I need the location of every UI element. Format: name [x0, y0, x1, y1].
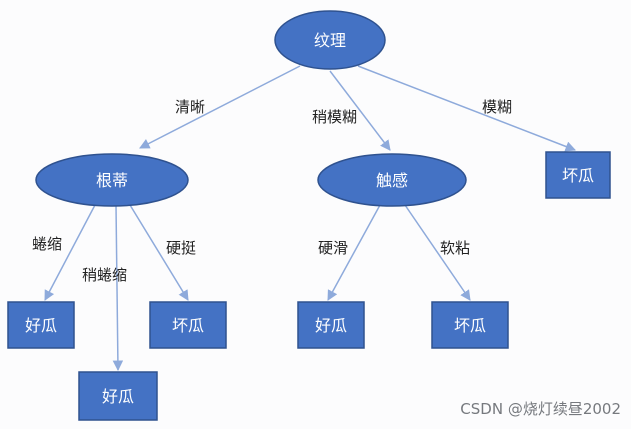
- leaf-hard-smooth-label: 好瓜: [315, 316, 347, 335]
- leaf-soft-sticky-label: 坏瓜: [454, 316, 486, 335]
- node-touch-label: 触感: [376, 171, 408, 190]
- edge-label-slightly-curled: 稍蜷缩: [82, 266, 127, 284]
- leaf-curled-label: 好瓜: [25, 316, 57, 335]
- edge-root-to-leaf-blurry: [357, 65, 576, 152]
- leaf-stiff-label: 坏瓜: [172, 316, 204, 335]
- edge-stem-to-slightly-curled: [112, 204, 124, 372]
- edge-label-blurry: 模糊: [482, 98, 512, 116]
- edge-stem-to-curled: [44, 204, 96, 301]
- edge-root-to-touch: [329, 70, 391, 151]
- watermark: CSDN @烧灯续昼2002: [460, 400, 621, 418]
- edge-label-slightly-blurry: 稍模糊: [312, 108, 357, 126]
- leaf-curled: 好瓜: [7, 301, 75, 349]
- leaf-blurry-label: 坏瓜: [562, 166, 594, 185]
- edge-label-curled: 蜷缩: [32, 235, 62, 253]
- node-touch: 触感: [317, 153, 467, 207]
- edge-touch-to-hard-smooth: [327, 204, 381, 301]
- edge-label-hard-smooth: 硬滑: [318, 239, 348, 257]
- edge-stem-to-stiff: [129, 204, 189, 301]
- leaf-blurry: 坏瓜: [545, 151, 611, 199]
- leaf-slightly-curled-label: 好瓜: [102, 387, 134, 406]
- node-stem-label: 根蒂: [96, 171, 128, 190]
- edge-label-soft-sticky: 软粘: [440, 239, 470, 257]
- edge-labels: 清晰 稍模糊 模糊 蜷缩 稍蜷缩 硬挺 硬滑 软粘: [32, 98, 512, 284]
- leaf-hard-smooth: 好瓜: [297, 301, 365, 349]
- leaf-stiff: 坏瓜: [149, 301, 227, 349]
- node-root-label: 纹理: [314, 31, 346, 50]
- edge-label-stiff: 硬挺: [166, 239, 196, 257]
- edge-root-to-stem: [139, 65, 301, 149]
- leaf-soft-sticky: 坏瓜: [431, 301, 509, 349]
- leaf-slightly-curled: 好瓜: [78, 371, 158, 421]
- edge-touch-to-soft-sticky: [404, 204, 471, 301]
- node-root: 纹理: [274, 10, 386, 70]
- node-stem: 根蒂: [35, 153, 189, 207]
- edge-label-clear: 清晰: [175, 98, 205, 116]
- edges: [44, 65, 576, 372]
